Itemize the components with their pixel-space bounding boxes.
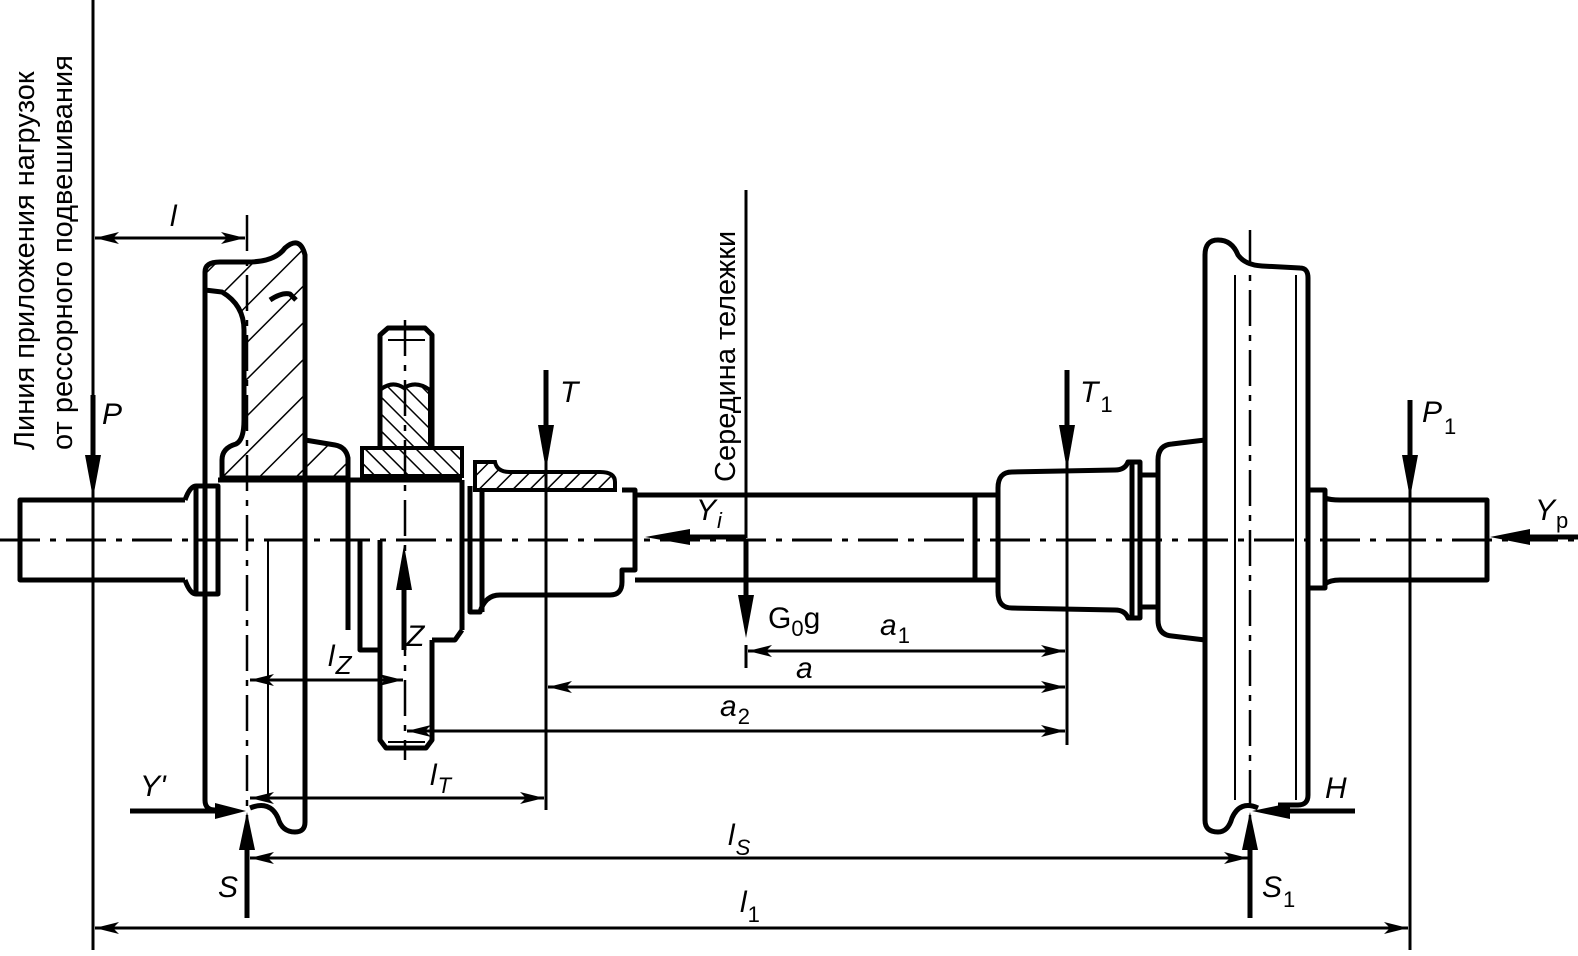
force-H-arrow (1252, 803, 1290, 819)
right-wheel (1202, 230, 1311, 835)
label-lT: lT (430, 759, 453, 798)
force-G0g-arrow (738, 595, 754, 638)
label-S: S (218, 871, 238, 904)
label-a: a (796, 652, 813, 685)
force-Yi-arrow (645, 529, 690, 545)
label-a1: a1 (880, 609, 910, 648)
label-l: l (170, 200, 178, 233)
label-a2: a2 (720, 690, 750, 729)
force-S1-arrow (1242, 812, 1258, 850)
label-T1: T1 (1080, 376, 1113, 417)
label-Yp: Yp (1535, 494, 1568, 533)
label-S1: S1 (1262, 871, 1295, 912)
dimension-labels: l lZ a1 a a2 lT lS l1 (170, 200, 910, 927)
force-Z-arrow (396, 545, 412, 590)
force-labels: P T T1 P1 Yi Yp G0g Z Y' H S S1 (102, 376, 1568, 912)
label-P: P (102, 398, 122, 431)
left-bearing-seat (467, 486, 638, 615)
gear-wheel (357, 320, 465, 760)
label-l1: l1 (740, 886, 760, 927)
label-H: H (1325, 772, 1347, 805)
force-arrows (85, 370, 1578, 918)
right-journal (1310, 487, 1328, 591)
gear-hub-hatched (360, 382, 464, 478)
bogie-center-label: Середина тележки (710, 231, 742, 482)
label-lZ: lZ (328, 640, 353, 680)
left-wheel (202, 215, 351, 835)
label-G0g: G0g (768, 602, 820, 641)
label-T: T (560, 376, 581, 409)
label-lS: lS (728, 819, 751, 860)
label-P1: P1 (1422, 396, 1456, 439)
label-Yi: Yi (696, 494, 723, 533)
force-Yp-arrow (1490, 529, 1530, 545)
force-Yprime-arrow (215, 803, 246, 819)
suspension-line-label-2: от рессорного подвешивания (47, 55, 79, 450)
force-S-arrow (239, 812, 255, 850)
right-bearing-seat (995, 459, 1143, 621)
force-P1-arrow (1402, 455, 1418, 498)
label-Yprime: Y' (140, 770, 167, 803)
force-T1-arrow (1059, 425, 1075, 470)
label-Z: Z (405, 620, 426, 653)
suspension-line-label-1: Линия приложения нагрузок (9, 71, 41, 450)
left-wheel-hatched-section (202, 240, 351, 481)
left-journal (17, 497, 185, 583)
dimension-lines (95, 232, 1408, 934)
force-T-arrow (538, 425, 554, 470)
force-P-arrow (85, 455, 101, 498)
